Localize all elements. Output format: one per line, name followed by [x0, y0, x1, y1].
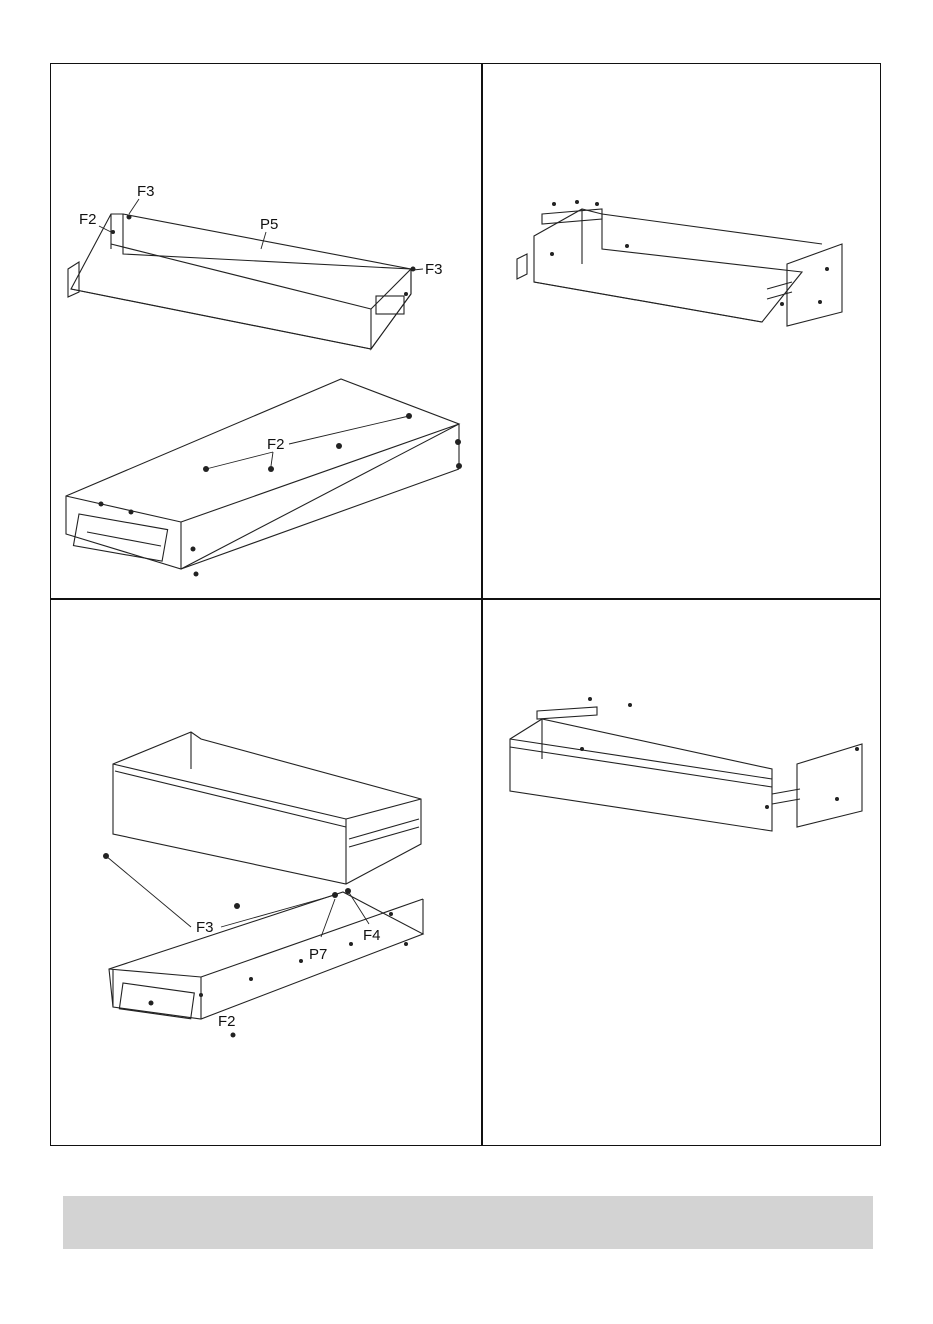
- tray-outline: [71, 214, 411, 349]
- drawer-frame-outline: [109, 892, 423, 1019]
- step2-panel: [482, 64, 882, 598]
- step3-label-p7: P7: [309, 946, 327, 963]
- step1-label-p5: P5: [260, 216, 278, 233]
- step3-label-f3: F3: [196, 919, 214, 936]
- step3-drawing: F3 F4 P7 F2: [51, 599, 481, 1147]
- installed-drawer-outline: [510, 719, 772, 831]
- step1-label-f2-top: F2: [79, 211, 97, 228]
- step4-panel: [482, 599, 882, 1147]
- step1-label-f3-right: F3: [425, 261, 443, 278]
- step3-panel: F3 F4 P7 F2: [51, 599, 481, 1147]
- step3-label-f2: F2: [218, 1013, 236, 1030]
- footer-bar: [63, 1196, 873, 1249]
- step2-drawing: [482, 64, 882, 598]
- step1-drawing: F3 F2 P5 F3 F2: [51, 64, 481, 598]
- step1-label-f3-top: F3: [137, 183, 155, 200]
- page-bottom-text: [0, 1314, 933, 1324]
- step4-drawing: [482, 599, 882, 1147]
- step3-label-f4: F4: [363, 927, 381, 944]
- frame-outline: [66, 379, 459, 569]
- step1-label-f2-frame: F2: [267, 436, 285, 453]
- assembly-diagram-grid: F3 F2 P5 F3 F2: [50, 63, 881, 1146]
- step1-panel: F3 F2 P5 F3 F2: [51, 64, 481, 598]
